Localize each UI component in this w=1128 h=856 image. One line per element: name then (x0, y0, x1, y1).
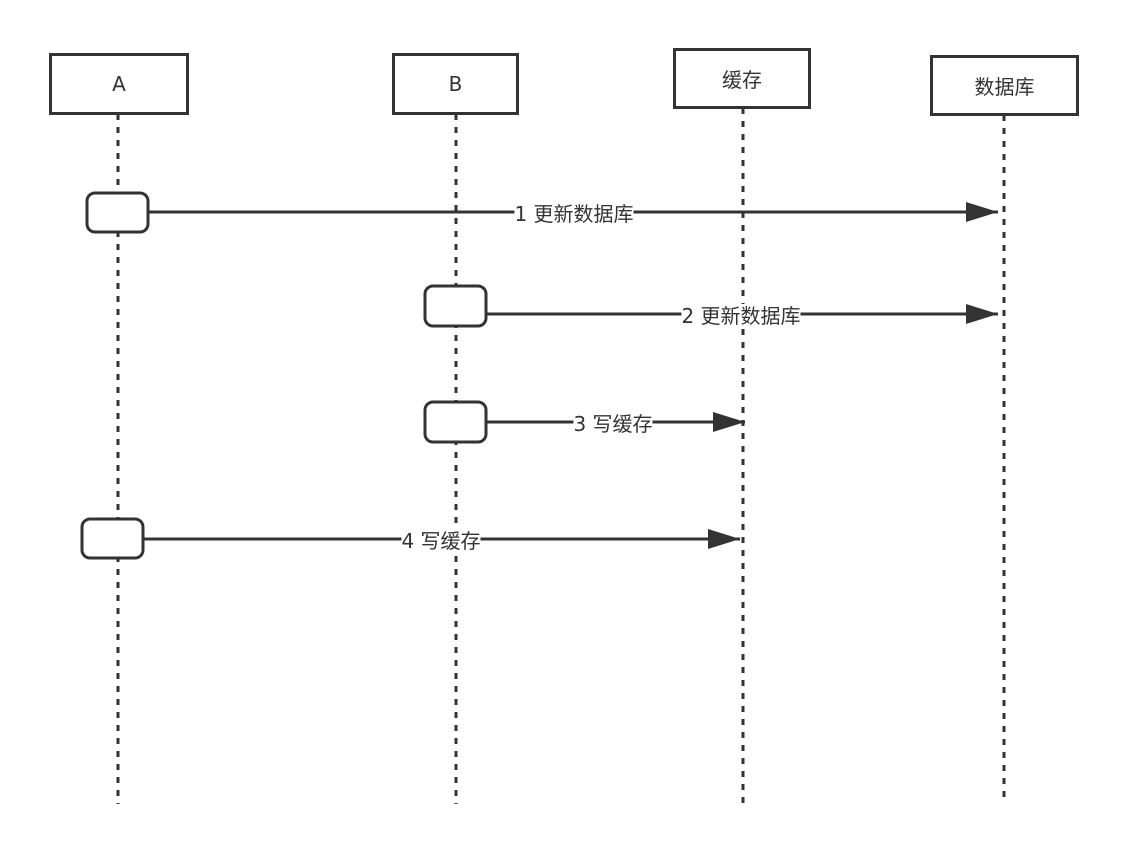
activation-b-2 (423, 284, 488, 328)
activation-a-4 (80, 517, 145, 560)
participant-db: 数据库 (930, 55, 1079, 116)
activation-a-1 (85, 191, 150, 234)
message-3-label: 3 写缓存 (573, 412, 653, 436)
message-2-label: 2 更新数据库 (681, 304, 801, 328)
message-1-label: 1 更新数据库 (514, 202, 634, 226)
participant-b: B (392, 53, 519, 115)
participant-a: A (49, 53, 189, 115)
participant-cache: 缓存 (673, 48, 811, 109)
activation-b-3 (423, 400, 488, 444)
message-4-label: 4 写缓存 (401, 529, 481, 553)
